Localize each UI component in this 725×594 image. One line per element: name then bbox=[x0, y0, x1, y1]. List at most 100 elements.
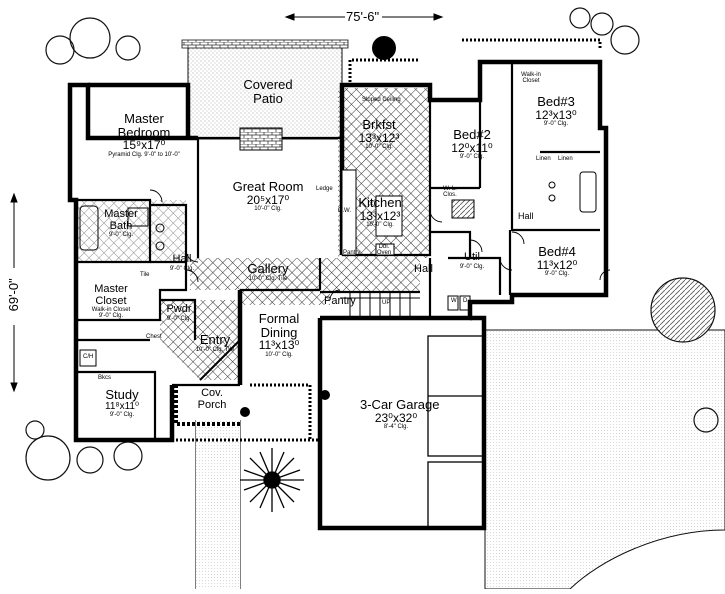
utility-name: Util bbox=[464, 251, 480, 263]
note-sloped-ceiling: Sloped Ceiling bbox=[362, 97, 401, 103]
bed3-size: 12³x13⁰ bbox=[535, 107, 577, 122]
note-chest: Chest bbox=[146, 334, 162, 340]
master-bedroom-size: 15⁹x17⁰ bbox=[122, 138, 166, 153]
shrub-spiky bbox=[240, 448, 304, 512]
bed4-size: 11³x12⁰ bbox=[536, 257, 578, 272]
note-wl-clos: W. L. Clos. bbox=[443, 186, 457, 199]
note-tile: Tile bbox=[140, 272, 150, 278]
interior-walls bbox=[74, 62, 600, 440]
tree bbox=[590, 12, 614, 36]
master-closet-name: Master Closet bbox=[94, 283, 128, 307]
note-dryer: D bbox=[463, 298, 468, 304]
pwdr-ceiling: 9'-0" Clg. bbox=[166, 315, 192, 322]
brkfst-ceiling: 10'-0" Clg. bbox=[365, 144, 393, 151]
master-bath-ceiling: 9'-0" Clg. bbox=[108, 232, 134, 239]
overall-width-label: 75'-6" bbox=[346, 9, 380, 24]
bed3-ceiling: 9'-0" Clg. bbox=[543, 121, 569, 128]
kitchen-name: Kitchen bbox=[358, 195, 402, 210]
shower-master bbox=[127, 207, 149, 227]
room-master-bath: Master Bath 9'-0" Clg. bbox=[98, 208, 144, 239]
room-master-closet: Master Closet Walk-in Closet 9'-0" Clg. bbox=[84, 283, 138, 320]
dryer bbox=[459, 295, 471, 311]
note-dbl-oven: Dbl. Oven bbox=[376, 244, 392, 257]
stairs bbox=[340, 292, 420, 318]
master-closet-ceiling: 9'-0" Clg. bbox=[98, 313, 124, 320]
gallery-ceiling: 10'-0" Clg. Tile bbox=[248, 275, 288, 282]
tree bbox=[693, 407, 719, 433]
master-bedroom-ceiling: Pyramid Clg. 9'-0" to 10'-0" bbox=[108, 151, 180, 158]
shrubs bbox=[240, 36, 396, 417]
overall-depth-label: 69'-0" bbox=[6, 278, 22, 312]
garage-doors bbox=[427, 335, 485, 529]
bed2-size: 12⁰x11⁰ bbox=[451, 140, 493, 155]
walk-fill bbox=[196, 420, 240, 589]
study-size: 11⁸x11⁰ bbox=[105, 400, 139, 412]
dimension-lines bbox=[10, 13, 444, 393]
hall-left-ceiling: 9'-0" Clg. bbox=[169, 265, 195, 272]
shrub-big-right bbox=[650, 277, 716, 343]
room-great-room: Great Room 20⁵x17⁰ 10'-0" Clg. bbox=[228, 180, 308, 213]
tile-gallery bbox=[190, 258, 420, 305]
water-heater bbox=[79, 349, 97, 367]
tile-master-bath bbox=[78, 200, 186, 262]
driveway bbox=[484, 329, 725, 590]
formal-dining-size: 11³x13⁰ bbox=[258, 338, 300, 353]
room-master-bedroom: Master Bedroom 15⁹x17⁰ Pyramid Clg. 9'-0… bbox=[98, 112, 190, 158]
great-room-size: 20⁵x17⁰ bbox=[246, 192, 290, 207]
tree bbox=[45, 35, 75, 65]
oven bbox=[375, 243, 395, 256]
tree bbox=[69, 17, 111, 59]
note-walkin-closet: Walk-in Closet bbox=[521, 72, 541, 85]
room-garage: 3-Car Garage 23⁰x32⁰ 8'-4" Clg. bbox=[360, 397, 440, 431]
note-linen-2: Linen bbox=[558, 156, 573, 162]
room-covered-patio: Covered Patio bbox=[243, 77, 293, 106]
kitchen-island bbox=[375, 195, 403, 237]
fixtures bbox=[79, 127, 597, 367]
bed3-name: Bed#3 bbox=[537, 94, 575, 109]
garage-size: 23⁰x32⁰ bbox=[374, 410, 418, 425]
room-bed3: Bed#3 12³x13⁰ 9'-0" Clg. bbox=[530, 95, 582, 128]
kitchen-size: 13³x12³ bbox=[359, 208, 401, 223]
tree bbox=[76, 446, 104, 474]
shower-bed2 bbox=[451, 199, 475, 219]
room-kitchen: Kitchen 13³x12³ 10'-0" Clg. bbox=[354, 196, 406, 229]
bathtub-master bbox=[79, 205, 99, 251]
room-hall-left: Hall 9'-0" Clg. bbox=[168, 253, 196, 272]
master-bath-name: Master Bath bbox=[104, 208, 138, 232]
tree bbox=[115, 35, 141, 61]
fireplace bbox=[239, 127, 283, 151]
patio-floor bbox=[187, 44, 343, 140]
great-room-ceiling: 10'-0" Clg. bbox=[254, 206, 282, 213]
exterior-walls bbox=[67, 59, 609, 531]
note-hall-b: Hall bbox=[518, 211, 534, 221]
bed2-ceiling: 9'-0" Clg. bbox=[459, 154, 485, 161]
brkfst-name: Brkfst bbox=[362, 117, 396, 132]
study-ceiling: 9'-0" Clg. bbox=[109, 412, 135, 419]
utility-ceiling: 9'-0" Clg. bbox=[459, 263, 485, 270]
tree bbox=[113, 441, 143, 471]
formal-dining-ceiling: 10'-0" Clg. bbox=[265, 351, 293, 358]
pwdr-name: Pwdr bbox=[166, 303, 192, 315]
tree bbox=[25, 420, 45, 440]
note-cbh: C/H bbox=[83, 354, 94, 360]
note-linen: Linen bbox=[536, 156, 551, 162]
room-pantry: Pantry bbox=[324, 295, 356, 307]
note-dw: D.W. bbox=[338, 208, 351, 214]
hedge-porch bbox=[250, 383, 312, 440]
room-cov-porch: Cov. Porch bbox=[197, 387, 227, 411]
room-bed4: Bed#4 11³x12⁰ 9'-0" Clg. bbox=[532, 245, 582, 278]
note-up: UP bbox=[382, 300, 391, 306]
hall-left-name: Hall bbox=[172, 253, 192, 265]
bed2-name: Bed#2 bbox=[453, 127, 491, 142]
bed4-ceiling: 9'-0" Clg. bbox=[544, 271, 570, 278]
bed4-name: Bed#4 bbox=[538, 244, 576, 259]
hedge-right bbox=[462, 38, 602, 50]
note-pantry-small: Pantry bbox=[343, 250, 361, 256]
garage-name: 3-Car Garage bbox=[360, 397, 440, 412]
tree bbox=[569, 7, 591, 29]
garage-ceiling: 8'-4" Clg. bbox=[383, 424, 409, 431]
bath-tub-bed bbox=[579, 171, 597, 213]
room-entry: Entry 10'-0" Clg. Tile bbox=[192, 333, 238, 353]
